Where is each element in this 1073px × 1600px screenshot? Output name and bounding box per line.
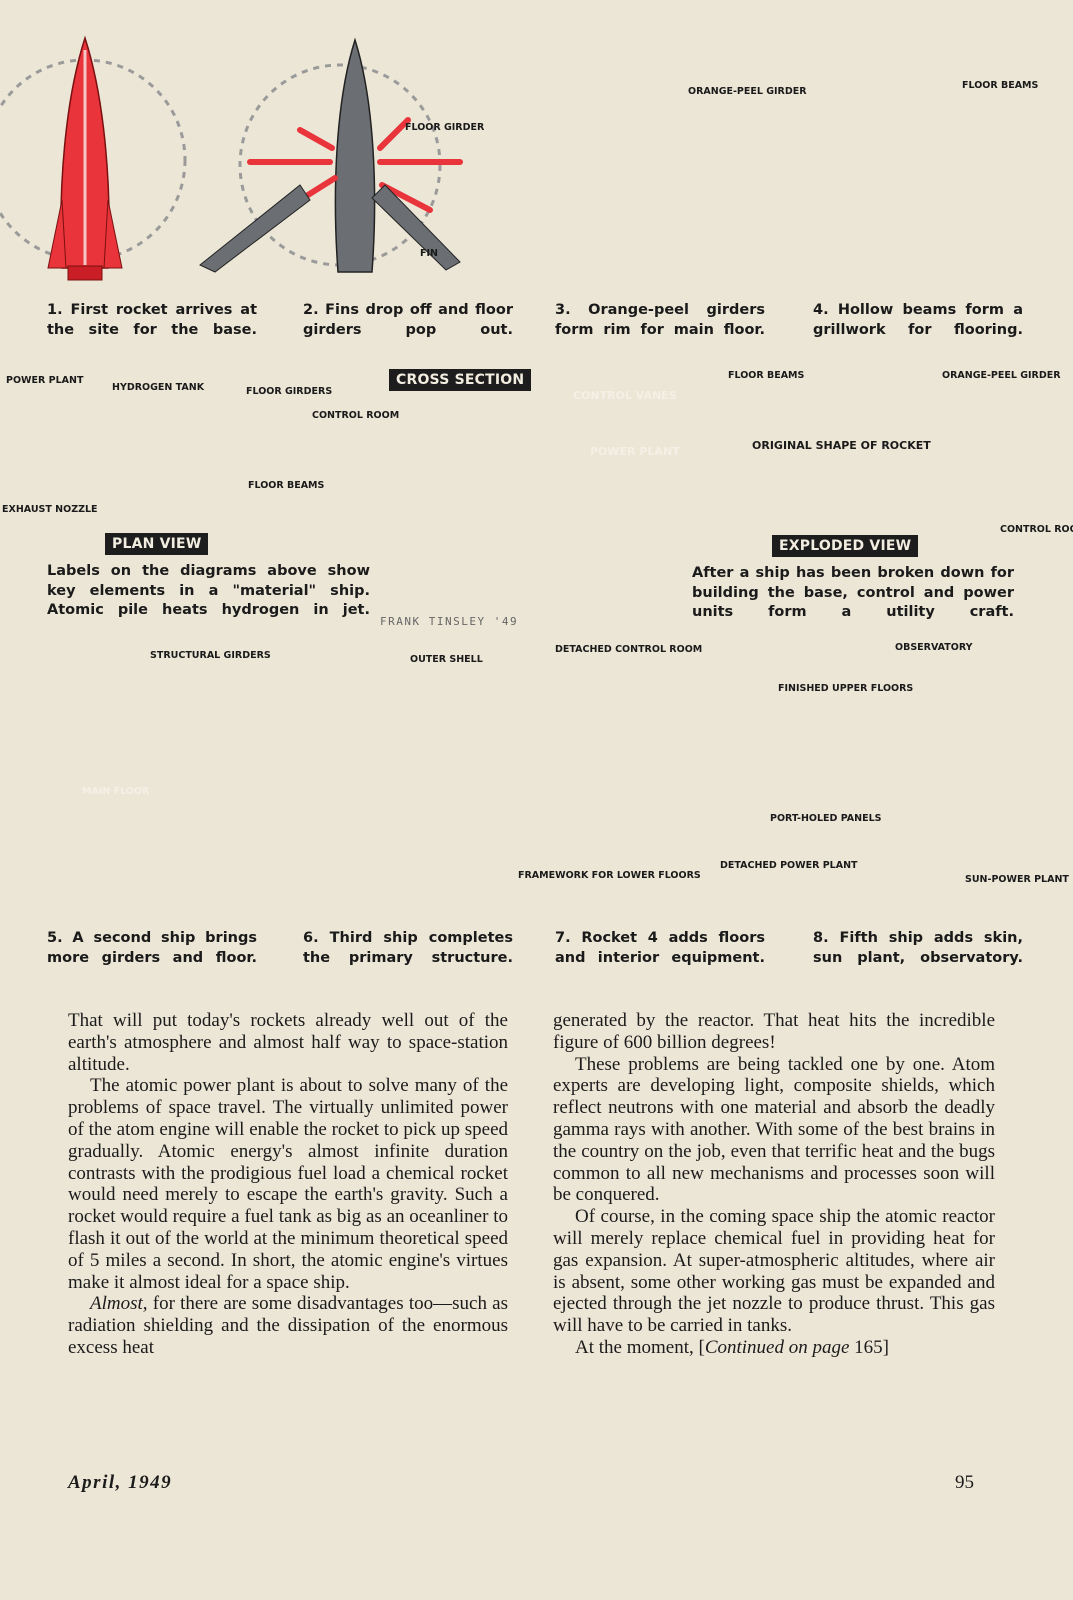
label-observatory: OBSERVATORY — [895, 642, 973, 653]
label-exhaust-nozzle: EXHAUST NOZZLE — [2, 504, 98, 515]
label-floor-beams: FLOOR BEAMS — [962, 80, 1039, 91]
label-floor-girders: FLOOR GIRDERS — [246, 386, 333, 397]
exploded-view-banner: EXPLODED VIEW — [772, 535, 919, 557]
label-detached-control-room: DETACHED CONTROL ROOM — [555, 644, 703, 655]
continued-link[interactable]: Continued on page — [704, 1336, 850, 1358]
panel-1-rocket-arrives — [0, 35, 187, 281]
caption-step-8: 8. Fifth ship adds skin, sun plant, obse… — [813, 930, 1023, 966]
label-original-shape: ORIGINAL SHAPE OF ROCKET — [752, 439, 931, 452]
caption-step-2: 2. Fins drop off and floor girders pop o… — [303, 302, 513, 338]
page-number: 95 — [955, 1472, 974, 1493]
panel-2-fins-drop — [199, 37, 463, 273]
caption-step-1: 1. First rocket arrives at the site for … — [47, 302, 257, 338]
label-control-vanes: CONTROL VANES — [573, 389, 677, 402]
label-finished-upper-floors: FINISHED UPPER FLOORS — [778, 683, 914, 694]
label-exploded-floor-beams: FLOOR BEAMS — [728, 370, 805, 381]
body-column-right: generated by the reactor. That heat hits… — [553, 1010, 995, 1359]
paragraph-lead: At the moment, [ — [575, 1336, 705, 1358]
label-framework-lower-floors: FRAMEWORK FOR LOWER FLOORS — [518, 870, 701, 881]
paragraph: generated by the reactor. That heat hits… — [553, 1010, 995, 1053]
paragraph: The atomic power plant is about to solve… — [68, 1075, 508, 1293]
caption-step-5: 5. A second ship brings more girders and… — [47, 930, 257, 966]
body-column-left: That will put today's rockets already we… — [68, 1010, 508, 1359]
cross-section-banner: CROSS SECTION — [389, 369, 532, 391]
paragraph: At the moment, [Continued on page 165] — [553, 1337, 995, 1359]
label-exploded-control-room: CONTROL ROOM — [1000, 524, 1073, 535]
paragraph-tail: 165] — [849, 1336, 889, 1358]
label-power-plant: POWER PLANT — [6, 375, 84, 386]
plan-view-banner: PLAN VIEW — [105, 533, 209, 555]
artist-credit: FRANK TINSLEY '49 — [380, 615, 519, 628]
caption-step-3: 3. Orange-peel girders form rim for main… — [555, 302, 765, 338]
label-power-plant-exploded: POWER PLANT — [590, 445, 680, 458]
label-exploded-orange-peel: ORANGE-PEEL GIRDER — [942, 370, 1061, 381]
issue-date: April, 1949 — [68, 1472, 173, 1493]
label-hydrogen-tank: HYDROGEN TANK — [112, 382, 205, 393]
label-floor-girder: FLOOR GIRDER — [405, 122, 485, 133]
label-plan-floor-beams: FLOOR BEAMS — [248, 480, 325, 491]
paragraph: That will put today's rockets already we… — [68, 1010, 508, 1075]
paragraph-rest: for there are some disadvantages too—suc… — [68, 1293, 508, 1358]
paragraph: Of course, in the coming space ship the … — [553, 1206, 995, 1337]
label-main-floor: MAIN FLOOR — [82, 786, 150, 797]
label-detached-power-plant: DETACHED POWER PLANT — [720, 860, 858, 871]
caption-step-6: 6. Third ship completes the primary stru… — [303, 930, 513, 966]
label-structural-girders: STRUCTURAL GIRDERS — [150, 650, 271, 661]
label-orange-peel-girder: ORANGE-PEEL GIRDER — [688, 86, 807, 97]
caption-step-4: 4. Hollow beams form a grillwork for flo… — [813, 302, 1023, 338]
label-fin: FIN — [420, 248, 438, 259]
label-sun-power-plant: SUN-POWER PLANT — [965, 874, 1069, 885]
paragraph: These problems are being tackled one by … — [553, 1053, 995, 1206]
exploded-view-note: After a ship has been broken down for bu… — [692, 565, 1014, 620]
emphasis: Almost, — [90, 1293, 148, 1315]
label-outer-shell: OUTER SHELL — [410, 654, 483, 665]
plan-view-note: Labels on the diagrams above show key el… — [47, 563, 370, 618]
label-control-room: CONTROL ROOM — [312, 410, 400, 421]
caption-step-7: 7. Rocket 4 adds floors and interior equ… — [555, 930, 765, 966]
paragraph: Almost, for there are some disadvantages… — [68, 1293, 508, 1358]
label-port-holed-panels: PORT-HOLED PANELS — [770, 813, 882, 824]
